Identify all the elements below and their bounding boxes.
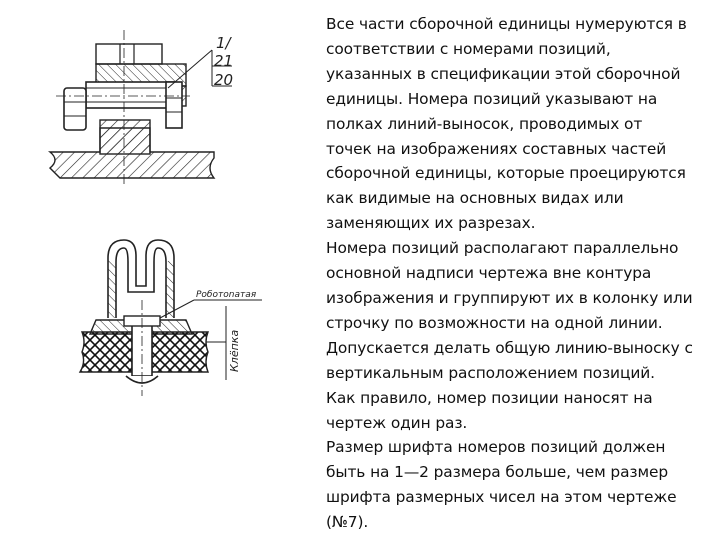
technical-drawing: 1/ 21 20 Роботоnатая Клёпка <box>48 30 262 396</box>
text-line: изображения и группируют их в колонку ил… <box>326 288 693 307</box>
clip-rivet-figure: Роботоnатая Клёпка <box>78 239 262 396</box>
text-line: указанных в спецификации этой сборочной <box>326 64 681 83</box>
position-mark-1: 1/ <box>216 34 233 52</box>
text-line: как видимые на основных видах или <box>326 189 624 208</box>
text-line: (№7). <box>326 513 369 532</box>
text-line: соответствии с номерами позиций, <box>326 39 611 58</box>
description-text: Все части сборочной единицы нумеруются в… <box>326 12 720 535</box>
text-line: точек на изображениях составных частей <box>326 139 667 158</box>
text-line: Размер шрифта номеров позиций должен <box>326 438 666 457</box>
text-line: шрифта размерных чисел на этом чертеже <box>326 488 677 507</box>
text-line: Допускается делать общую линию-выноску с <box>326 338 693 357</box>
text-line: единицы. Номера позиций указывают на <box>326 89 658 108</box>
text-line: Все части сборочной единицы нумеруются в <box>326 15 687 33</box>
position-mark-21: 21 <box>214 52 233 70</box>
clip-label: Роботоnатая <box>196 290 257 300</box>
rivet-label: Клёпка <box>228 330 241 372</box>
text-line: полках линий-выносок, проводимых от <box>326 114 643 133</box>
text-line: строчку по возможности на одной линии. <box>326 313 663 332</box>
text-line: быть на 1—2 размера больше, чем размер <box>326 463 669 482</box>
text-line: заменяющих их разрезах. <box>326 214 536 233</box>
text-line: Как правило, номер позиции наносят на <box>326 388 653 407</box>
text-line: вертикальным расположением позиций. <box>326 363 655 382</box>
text-line: Номера позиций располагают параллельно <box>326 239 679 258</box>
text-line: основной надписи чертежа вне контура <box>326 264 652 283</box>
position-mark-20: 20 <box>214 71 233 89</box>
text-line: чертеж один раз. <box>326 413 468 432</box>
bolt-joint-figure: 1/ 21 20 <box>48 30 233 184</box>
text-line: сборочной единицы, которые проецируются <box>326 164 686 183</box>
